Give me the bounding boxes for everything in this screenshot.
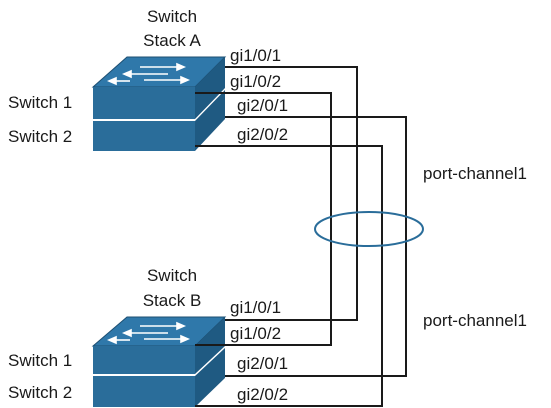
- stack-b-port-gi1-0-2: gi1/0/2: [230, 324, 281, 343]
- stack-a-switch2-front: [93, 121, 195, 151]
- stack-b-arrows-icon: [106, 321, 191, 345]
- stack-a-arrows-icon: [106, 62, 191, 86]
- port-channel-bundle-ellipse: [314, 211, 424, 247]
- stack-b-title-line1: Switch: [147, 266, 197, 285]
- stack-b-switch1-label: Switch 1: [8, 351, 72, 370]
- port-channel-label-lower: port-channel1: [423, 311, 527, 330]
- stack-b-title-line2: Stack B: [143, 291, 202, 310]
- port-channel-label-upper: port-channel1: [423, 164, 527, 183]
- stack-a-title-line1: Switch: [147, 7, 197, 26]
- link-gi2-0-1: [225, 116, 407, 377]
- stack-b-switch1-front: [93, 346, 195, 374]
- stack-a-switch1-front: [93, 87, 195, 119]
- stack-a-title-line2: Stack A: [143, 31, 201, 50]
- stack-a-port-gi1-0-2: gi1/0/2: [230, 72, 281, 91]
- stack-b-side-lower: [195, 348, 225, 407]
- stack-b-port-gi2-0-1: gi2/0/1: [237, 354, 288, 373]
- switch-stack-a: [91, 56, 227, 151]
- stack-a-switch2-label: Switch 2: [8, 127, 72, 146]
- stack-a-port-gi2-0-2: gi2/0/2: [237, 125, 288, 144]
- link-gi2-0-2: [195, 145, 383, 407]
- stack-a-port-gi1-0-1: gi1/0/1: [230, 46, 281, 65]
- stack-b-port-gi2-0-2: gi2/0/2: [237, 385, 288, 404]
- link-gi1-0-1: [225, 66, 358, 321]
- stack-a-side-upper: [195, 57, 225, 119]
- stack-a-port-gi2-0-1: gi2/0/1: [237, 96, 288, 115]
- stack-b-port-gi1-0-1: gi1/0/1: [230, 298, 281, 317]
- stack-a-switch1-label: Switch 1: [8, 93, 72, 112]
- link-gi1-0-2: [195, 92, 332, 346]
- stack-a-side-lower: [195, 90, 225, 151]
- stack-b-switch2-front: [93, 376, 195, 407]
- stack-b-switch2-label: Switch 2: [8, 383, 72, 402]
- switch-stack-b: [91, 316, 227, 407]
